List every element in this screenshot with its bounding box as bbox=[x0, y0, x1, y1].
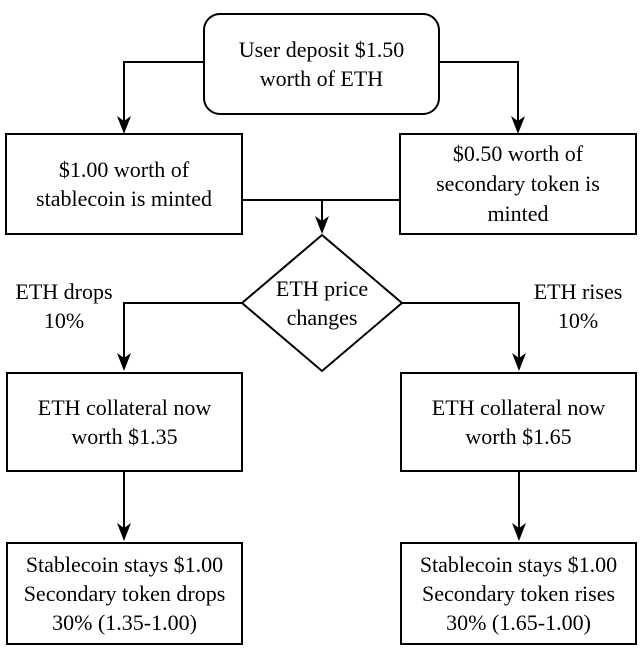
node-user-deposit: User deposit $1.50 worth of ETH bbox=[203, 13, 440, 115]
arrow-decision-to-drop bbox=[117, 302, 242, 371]
edge-label-eth-drops: ETH drops 10% bbox=[15, 279, 113, 333]
node-collateral-135: ETH collateral now worth $1.35 bbox=[6, 372, 243, 472]
arrow-collateral-to-outcome-rise bbox=[512, 472, 526, 541]
node-outcome-secondary-drops: Stablecoin stays $1.00 Secondary token d… bbox=[6, 542, 243, 645]
decision-eth-price-changes: ETH price changes bbox=[275, 276, 369, 330]
edge-label-eth-rises: ETH rises 10% bbox=[533, 279, 623, 333]
node-outcome-secondary-rises: Stablecoin stays $1.00 Secondary token r… bbox=[400, 542, 637, 645]
arrow-minted-to-decision bbox=[243, 199, 400, 234]
arrow-deposit-to-secondary bbox=[439, 61, 525, 134]
arrow-deposit-to-stablecoin bbox=[117, 61, 204, 134]
arrow-collateral-to-outcome-drop bbox=[117, 472, 131, 541]
node-secondary-token-minted: $0.50 worth of secondary token is minted bbox=[399, 133, 637, 235]
decision-diamond-shape bbox=[240, 233, 404, 373]
node-stablecoin-minted: $1.00 worth of stablecoin is minted bbox=[5, 133, 243, 235]
node-collateral-165: ETH collateral now worth $1.65 bbox=[400, 372, 637, 472]
arrow-decision-to-rise bbox=[402, 302, 526, 371]
